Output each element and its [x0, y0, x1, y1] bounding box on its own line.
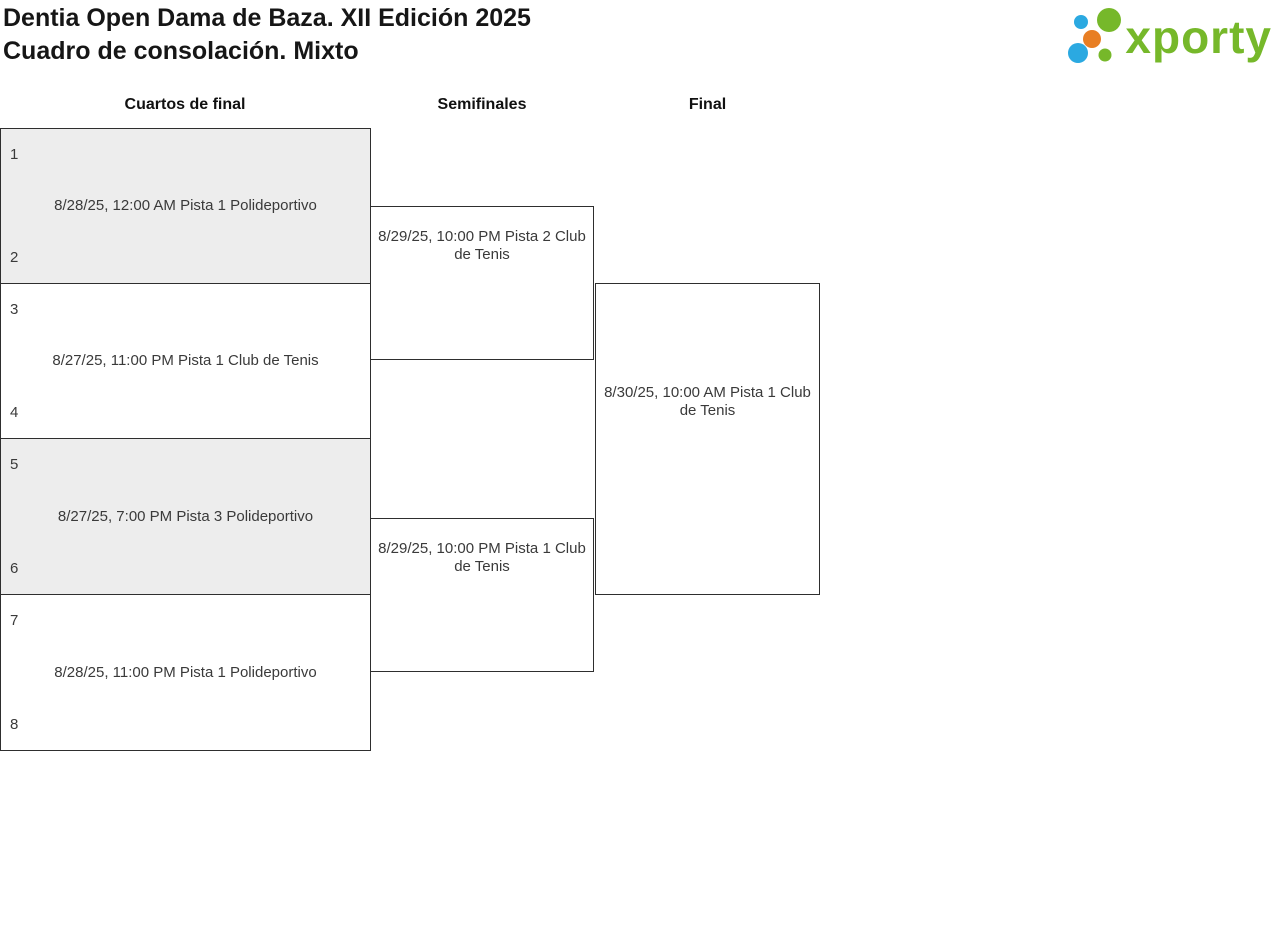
match-quarterfinal-3[interactable]: 5 8/27/25, 7:00 PM Pista 3 Polideportivo… [0, 438, 371, 595]
match-info: 8/28/25, 12:00 AM Pista 1 Polideportivo [54, 197, 317, 214]
match-info: 8/29/25, 10:00 PM Pista 2 Club de Tenis [378, 228, 586, 263]
page-title: Dentia Open Dama de Baza. XII Edición 20… [3, 2, 531, 68]
logo-dot-green-large [1097, 8, 1122, 32]
match-info: 8/30/25, 10:00 AM Pista 1 Club de Tenis [604, 384, 811, 419]
logo-dot-orange [1083, 30, 1102, 48]
match-info: 8/27/25, 11:00 PM Pista 1 Club de Tenis [52, 352, 319, 369]
seed-number: 1 [10, 146, 19, 163]
match-info: 8/27/25, 7:00 PM Pista 3 Polideportivo [57, 507, 314, 525]
seed-number: 7 [10, 612, 19, 629]
match-quarterfinal-1[interactable]: 1 8/28/25, 12:00 AM Pista 1 Polideportiv… [0, 128, 371, 284]
match-semifinal-2[interactable]: 8/29/25, 10:00 PM Pista 1 Club de Tenis [370, 518, 594, 672]
seed-number: 3 [10, 301, 19, 318]
match-semifinal-1[interactable]: 8/29/25, 10:00 PM Pista 2 Club de Tenis [370, 206, 594, 360]
match-info: 8/29/25, 10:00 PM Pista 1 Club de Tenis [378, 540, 586, 575]
round-header-final: Final [688, 96, 727, 113]
xporty-logo[interactable]: xporty [1064, 7, 1272, 67]
seed-number: 8 [10, 716, 19, 733]
seed-number: 5 [10, 456, 19, 473]
logo-dot-blue-small [1074, 15, 1089, 29]
seed-number: 2 [10, 249, 19, 266]
round-header-semifinales: Semifinales [437, 96, 527, 113]
logo-dot-blue-large [1068, 43, 1089, 63]
match-info: 8/28/25, 11:00 PM Pista 1 Polideportivo [54, 663, 317, 681]
logo-dot-green-small [1098, 48, 1112, 62]
xporty-wordmark: xporty [1125, 11, 1272, 63]
match-final[interactable]: 8/30/25, 10:00 AM Pista 1 Club de Tenis [595, 283, 820, 595]
tournament-title: Dentia Open Dama de Baza. XII Edición 20… [3, 4, 531, 32]
bracket-subtitle: Cuadro de consolación. Mixto [3, 37, 359, 65]
xporty-logo-dots-icon [1068, 8, 1122, 63]
seed-number: 6 [10, 560, 19, 577]
seed-number: 4 [10, 404, 19, 421]
match-quarterfinal-2[interactable]: 3 8/27/25, 11:00 PM Pista 1 Club de Teni… [0, 283, 371, 439]
round-header-cuartos-de-final: Cuartos de final [124, 96, 246, 113]
match-quarterfinal-4[interactable]: 7 8/28/25, 11:00 PM Pista 1 Polideportiv… [0, 594, 371, 751]
